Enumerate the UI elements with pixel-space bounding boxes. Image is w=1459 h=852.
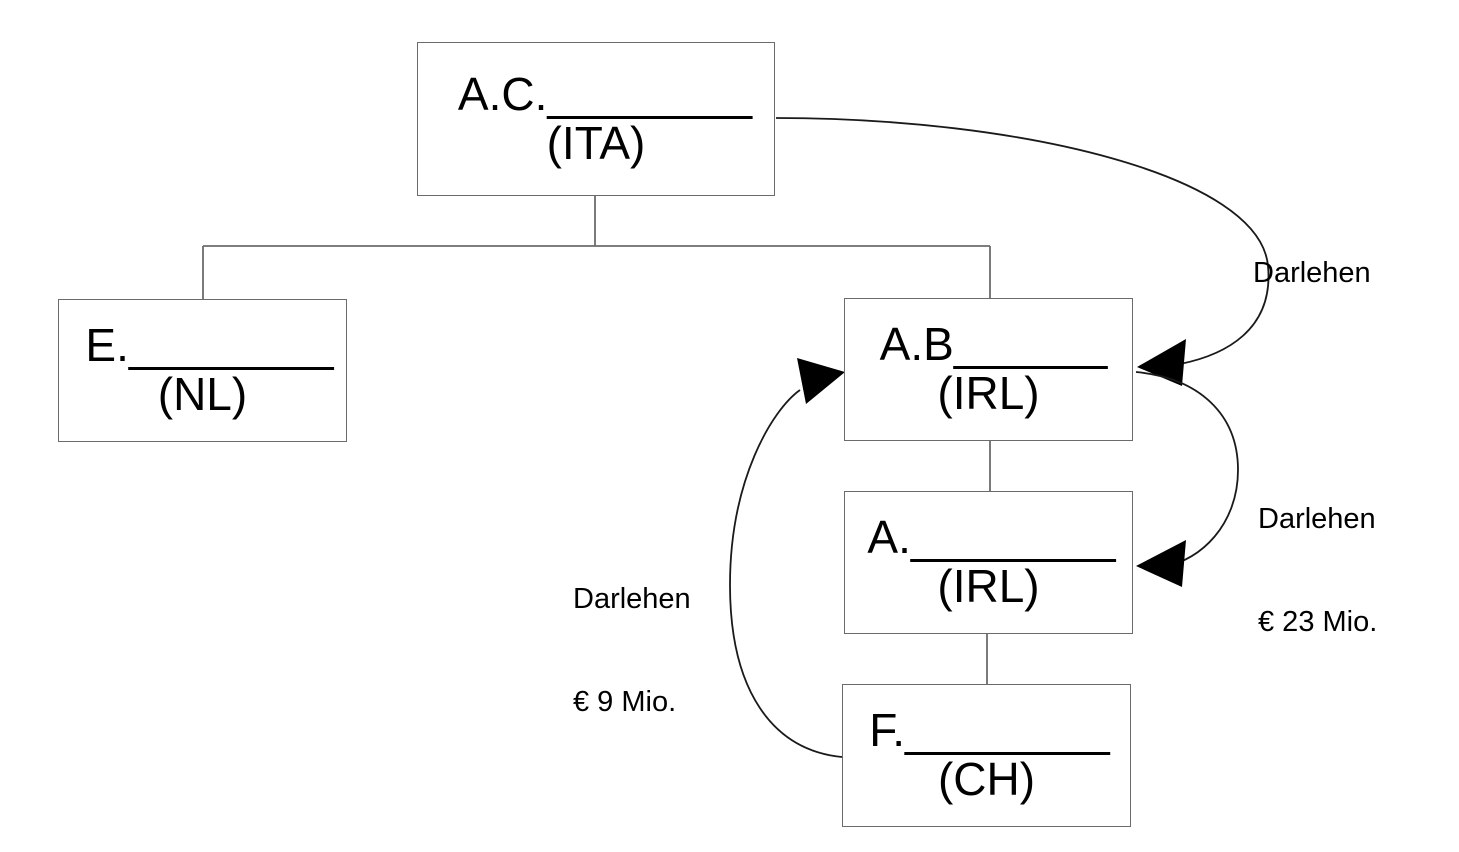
entity-name-ac: A.C.________ xyxy=(457,67,753,120)
entity-name-a: A.________ xyxy=(867,511,1116,564)
loan-label-ab-to-a-line2: € 23 Mio. xyxy=(1258,606,1378,639)
loan-label-f-to-ab-line1: Darlehen xyxy=(573,583,691,616)
entity-country-ac: (ITA) xyxy=(546,116,646,169)
loan-arrow-ab-to-a xyxy=(1135,371,1239,587)
loan-label-ab-to-a-line1: Darlehen xyxy=(1258,503,1376,536)
entity-box-f[interactable]: F.________ (CH) xyxy=(842,684,1131,827)
entity-box-ac[interactable]: A.C.________ (ITA) xyxy=(417,42,775,196)
loan-label-ab-to-a: Darlehen € 23 Mio. xyxy=(1258,434,1377,708)
entity-name-ab: A.B______ xyxy=(879,318,1108,371)
loan-label-f-to-ab-line2: € 9 Mio. xyxy=(573,686,677,719)
ownership-connector-ac-children xyxy=(202,196,991,299)
arrowhead-into-a-right xyxy=(1136,540,1186,587)
loan-label-f-to-ab: Darlehen € 9 Mio. xyxy=(573,514,691,788)
loan-arrow-f-to-ab xyxy=(729,358,845,758)
loan-label-ac-to-ab-line1: Darlehen xyxy=(1253,257,1371,290)
entity-country-a: (IRL) xyxy=(937,560,1040,613)
arrowhead-into-ab-right-top xyxy=(1137,339,1186,386)
entity-box-e[interactable]: E.________ (NL) xyxy=(58,299,347,442)
loan-label-ac-to-ab: Darlehen xyxy=(1253,188,1371,359)
entity-box-a[interactable]: A.________ (IRL) xyxy=(844,491,1133,634)
entity-name-f: F.________ xyxy=(869,704,1110,757)
entity-box-ab[interactable]: A.B______ (IRL) xyxy=(844,298,1133,441)
entity-country-e: (NL) xyxy=(157,368,248,421)
arrowhead-into-ab-left xyxy=(797,358,845,404)
entity-country-ab: (IRL) xyxy=(937,367,1040,420)
loan-arrow-ac-to-ab xyxy=(775,117,1270,386)
entity-country-f: (CH) xyxy=(937,753,1036,806)
entity-name-e: E.________ xyxy=(85,319,334,372)
